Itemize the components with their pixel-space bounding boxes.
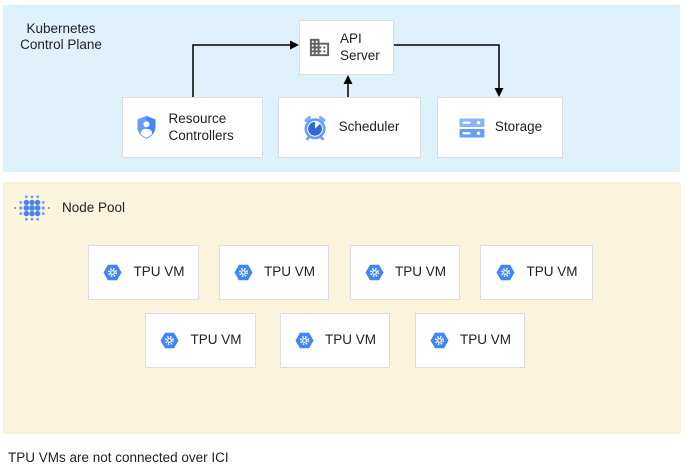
disk-stack-icon: [458, 116, 486, 140]
scheduler-node: Scheduler: [278, 97, 421, 158]
hexagon-gear-icon: [429, 331, 450, 350]
tpu-vm-label: TPU VM: [526, 264, 578, 280]
alarm-clock-icon: [300, 113, 330, 143]
tpu-vm-node: TPU VM: [480, 245, 593, 300]
hexagon-gear-icon: [233, 263, 254, 282]
api-server-label: API Server: [340, 31, 380, 63]
tpu-vm-label: TPU VM: [263, 264, 315, 280]
tpu-vm-node: TPU VM: [350, 245, 460, 300]
hexagon-gear-icon: [102, 263, 123, 282]
control-plane-title: Kubernetes Control Plane: [20, 21, 102, 53]
scheduler-label: Scheduler: [338, 119, 400, 135]
diagram-caption: TPU VMs are not connected over ICI: [8, 450, 229, 465]
building-icon: [308, 36, 331, 59]
api-server-node: API Server: [299, 20, 394, 75]
storage-node: Storage: [437, 97, 563, 158]
dot-cluster-icon: [10, 189, 54, 227]
hexagon-gear-icon: [159, 331, 180, 350]
tpu-vm-node: TPU VM: [219, 245, 329, 300]
hexagon-gear-icon: [364, 263, 385, 282]
tpu-vm-node: TPU VM: [280, 313, 390, 368]
resource-controllers-label: Resource Controllers: [168, 111, 234, 143]
hexagon-gear-icon: [294, 331, 315, 350]
tpu-vm-label: TPU VM: [324, 332, 376, 348]
tpu-vm-node: TPU VM: [88, 245, 199, 300]
storage-label: Storage: [494, 119, 543, 135]
tpu-vm-label: TPU VM: [394, 264, 446, 280]
tpu-vm-label: TPU VM: [190, 332, 242, 348]
resource-controllers-node: Resource Controllers: [122, 97, 263, 158]
node-pool-title: Node Pool: [62, 200, 126, 215]
hexagon-gear-icon: [495, 263, 516, 282]
node-pool-zone: [3, 182, 681, 434]
tpu-vm-label: TPU VM: [133, 264, 185, 280]
tpu-vm-node: TPU VM: [145, 313, 256, 368]
tpu-vm-node: TPU VM: [415, 313, 525, 368]
shield-user-icon: [133, 114, 160, 141]
tpu-vm-label: TPU VM: [459, 332, 511, 348]
